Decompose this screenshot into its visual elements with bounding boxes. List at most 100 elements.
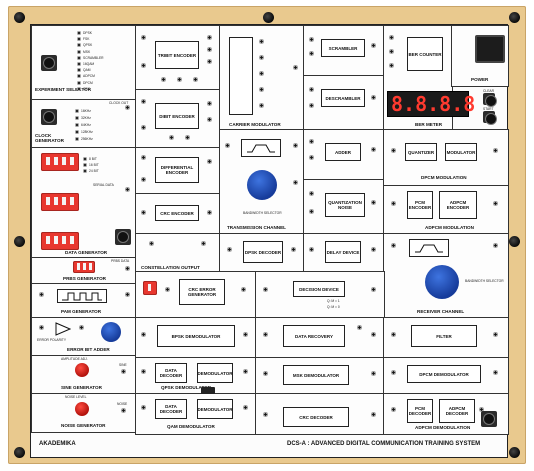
msk-out-jack[interactable] [371, 371, 376, 376]
qn-in1-jack[interactable] [309, 191, 314, 196]
tribit-in-jack[interactable] [141, 35, 146, 40]
filter-out-jack[interactable] [493, 332, 498, 337]
crc-error-dip-switch[interactable] [143, 281, 157, 295]
dibit-in-jack[interactable] [141, 99, 146, 104]
dpsk-out-jack[interactable] [291, 247, 296, 252]
dpcm-out-jack[interactable] [493, 148, 498, 153]
noise-out-jack[interactable] [121, 408, 126, 413]
delay-out-jack[interactable] [371, 247, 376, 252]
diff-clk-jack[interactable] [141, 155, 146, 160]
data-generator-button[interactable] [115, 229, 131, 245]
dpcm-demod-in-jack[interactable] [391, 370, 396, 375]
diff-data-jack[interactable] [141, 177, 146, 182]
bpsk-out-jack[interactable] [243, 332, 248, 337]
crc-error-in-jack[interactable] [165, 287, 170, 292]
error-out-jack[interactable] [79, 325, 84, 330]
transmission-bandwidth-knob[interactable] [247, 170, 277, 200]
ber-clear-button[interactable] [483, 93, 496, 106]
clock-selector-button[interactable] [41, 109, 57, 125]
ber-rx-jack[interactable] [389, 63, 394, 68]
sine-amplitude-knob[interactable] [75, 363, 89, 377]
dip-switch-24bit[interactable] [41, 232, 79, 250]
clock-out-jack[interactable] [125, 105, 130, 110]
prbs-data-jack[interactable] [125, 266, 130, 271]
qpsk-out-jack[interactable] [243, 369, 248, 374]
adder-in2-jack[interactable] [309, 155, 314, 160]
noise-level-knob[interactable] [75, 402, 89, 416]
tribit-clk1-jack[interactable] [161, 77, 166, 82]
ber-start-button[interactable] [483, 111, 496, 124]
ber-clk-jack[interactable] [389, 35, 394, 40]
qn-in2-jack[interactable] [309, 209, 314, 214]
error-adjust-knob[interactable] [101, 322, 121, 342]
error-in-jack[interactable] [39, 325, 44, 330]
qam-slide-switch[interactable] [201, 387, 215, 394]
tribit-data-jack[interactable] [141, 63, 146, 68]
receiver-bandwidth-knob[interactable] [425, 265, 459, 299]
decision-in-jack[interactable] [263, 287, 268, 292]
constellation-y-jack[interactable] [201, 241, 206, 246]
carrier-jack-1[interactable] [259, 39, 264, 44]
crc-out-jack[interactable] [207, 210, 212, 215]
carrier-jack-4[interactable] [259, 87, 264, 92]
tribit-out3-jack[interactable] [207, 59, 212, 64]
reset-button[interactable] [481, 411, 497, 427]
adpcm-out-jack[interactable] [493, 201, 498, 206]
dibit-clk1-jack[interactable] [169, 135, 174, 140]
qam-in-jack[interactable] [141, 405, 146, 410]
tribit-clk2-jack[interactable] [177, 77, 182, 82]
channel-noise-jack[interactable] [293, 180, 298, 185]
receiver-out-jack[interactable] [493, 243, 498, 248]
decision-out-jack[interactable] [371, 287, 376, 292]
pam-out-jack[interactable] [125, 292, 130, 297]
crc-error-out-jack[interactable] [241, 287, 246, 292]
power-socket-icon[interactable] [475, 35, 505, 63]
dibit-clk2-jack[interactable] [185, 135, 190, 140]
carrier-jack-2[interactable] [259, 55, 264, 60]
scrambler-out-jack[interactable] [371, 43, 376, 48]
adder-in1-jack[interactable] [309, 139, 314, 144]
msk-in-jack[interactable] [263, 371, 268, 376]
recovery-clk-jack[interactable] [357, 325, 362, 330]
recovery-in-jack[interactable] [263, 332, 268, 337]
carrier-jack-5[interactable] [259, 103, 264, 108]
dip-switch-16bit[interactable] [41, 193, 79, 211]
qam-out-jack[interactable] [243, 405, 248, 410]
delay-in-jack[interactable] [309, 247, 314, 252]
scrambler-clk-jack[interactable] [309, 51, 314, 56]
dpcm-demod-out-jack[interactable] [493, 370, 498, 375]
adpcm-in-jack[interactable] [391, 201, 396, 206]
receiver-in-jack[interactable] [391, 243, 396, 248]
experiment-selector-button[interactable] [41, 55, 57, 71]
descrambler-in-jack[interactable] [309, 87, 314, 92]
qpsk-in-jack[interactable] [141, 369, 146, 374]
carrier-jack-3[interactable] [259, 71, 264, 76]
adpcm-demod-in-jack[interactable] [391, 407, 396, 412]
crc-dec-in-jack[interactable] [263, 412, 268, 417]
dpcm-in-jack[interactable] [391, 148, 396, 153]
adder-out-jack[interactable] [371, 147, 376, 152]
recovery-out-jack[interactable] [371, 332, 376, 337]
mod-out-jack[interactable] [293, 65, 298, 70]
dpsk-in-jack[interactable] [227, 247, 232, 252]
dip-switch-8bit[interactable] [41, 153, 79, 171]
channel-in-jack[interactable] [225, 143, 230, 148]
tribit-out1-jack[interactable] [207, 35, 212, 40]
scrambler-in-jack[interactable] [309, 37, 314, 42]
tribit-out2-jack[interactable] [207, 47, 212, 52]
bpsk-in-jack[interactable] [141, 332, 146, 337]
dibit-out2-jack[interactable] [207, 117, 212, 122]
crc-in-jack[interactable] [141, 210, 146, 215]
ber-tx-jack[interactable] [389, 49, 394, 54]
qn-out-jack[interactable] [371, 200, 376, 205]
descrambler-clk-jack[interactable] [309, 103, 314, 108]
prbs-dip-switch[interactable] [73, 261, 95, 273]
serial-data-jack[interactable] [125, 187, 130, 192]
sine-out-jack[interactable] [121, 369, 126, 374]
dibit-out1-jack[interactable] [207, 101, 212, 106]
dibit-data-jack[interactable] [141, 125, 146, 130]
tribit-clk3-jack[interactable] [193, 77, 198, 82]
adpcm-demod-out-jack[interactable] [479, 407, 484, 412]
pam-in-jack[interactable] [39, 292, 44, 297]
channel-out-jack[interactable] [293, 143, 298, 148]
